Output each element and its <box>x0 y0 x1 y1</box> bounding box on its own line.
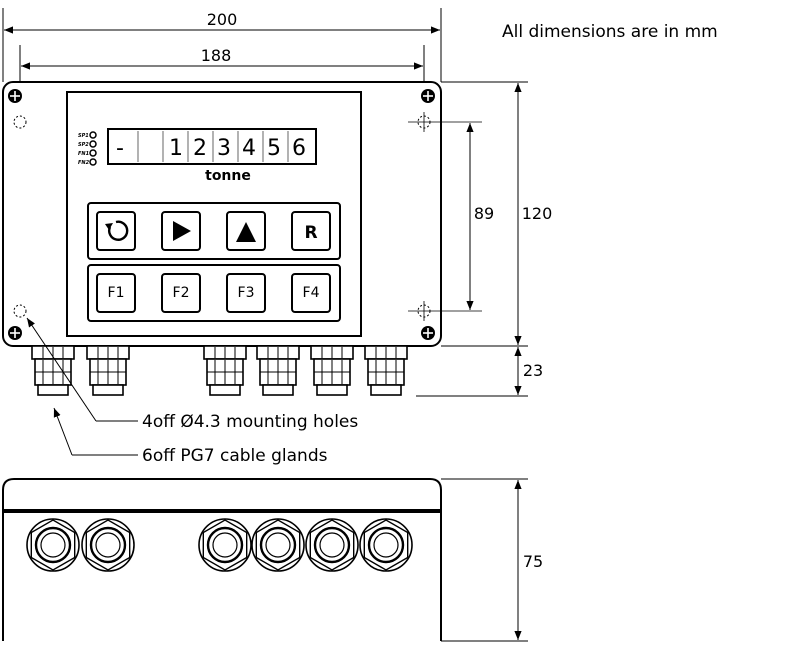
indicator-fn2-label: FN2 <box>78 160 90 166</box>
mounting-hole-icon <box>13 304 27 318</box>
f3-key-button[interactable]: F3 <box>226 273 266 313</box>
display-sign: - <box>116 136 124 161</box>
f3-key-label: F3 <box>238 285 255 301</box>
width-200-label: 200 <box>207 10 238 29</box>
cable-gland-icon <box>364 345 408 396</box>
mounting-holes-callout: 4off Ø4.3 mounting holes <box>26 317 358 432</box>
gland-23-dimension: 23 <box>416 347 543 397</box>
f2-key-button[interactable]: F2 <box>161 273 201 313</box>
up-key-button[interactable] <box>226 211 266 251</box>
height-120-label: 120 <box>522 204 553 223</box>
cable-glands-note: 6off PG7 cable glands <box>142 446 328 466</box>
cable-gland-nut-icon <box>26 518 80 572</box>
cable-gland-icon <box>86 345 130 396</box>
indicator-led-icon <box>89 149 97 157</box>
corner-screw-icon <box>421 89 435 103</box>
function-keypad <box>87 264 341 322</box>
cable-gland-icon <box>310 345 354 396</box>
display-unit-label: tonne <box>205 168 251 184</box>
reset-key-button[interactable]: R <box>291 211 331 251</box>
reset-r-icon: R <box>304 223 317 243</box>
cable-gland-nut-icon <box>359 518 413 572</box>
indicator-sp2-label: SP2 <box>78 142 89 148</box>
indicator-led-icon <box>89 131 97 139</box>
indicator-led-icon <box>89 158 97 166</box>
f1-key-label: F1 <box>108 285 125 301</box>
corner-screw-icon <box>421 326 435 340</box>
cable-gland-icon <box>31 345 75 396</box>
height-120-dimension: 120 <box>441 81 553 347</box>
cable-gland-nut-icon <box>251 518 305 572</box>
f4-key-button[interactable]: F4 <box>291 273 331 313</box>
cycle-arrow-icon <box>105 220 129 241</box>
display-digit-6: 6 <box>292 136 306 161</box>
f4-key-label: F4 <box>303 285 320 301</box>
mounting-hole-icon <box>408 301 482 321</box>
width-200-dimension: 200 <box>2 8 442 82</box>
cable-glands-front <box>31 345 408 396</box>
cable-gland-nut-icon <box>305 518 359 572</box>
depth-75-label: 75 <box>523 552 543 571</box>
cable-glands-underside <box>26 518 413 572</box>
units-note: All dimensions are in mm <box>502 22 718 42</box>
mounting-hole-icon <box>408 112 482 132</box>
f2-key-label: F2 <box>173 285 190 301</box>
mounting-holes-note: 4off Ø4.3 mounting holes <box>142 412 358 432</box>
f1-key-button[interactable]: F1 <box>96 273 136 313</box>
height-89-label: 89 <box>474 204 494 223</box>
cycle-key-button[interactable] <box>96 211 136 251</box>
indicator-fn1-label: FN1 <box>78 151 89 157</box>
cable-gland-nut-icon <box>81 518 135 572</box>
height-89-dimension: 89 <box>466 123 494 310</box>
width-188-label: 188 <box>201 46 232 65</box>
play-right-icon <box>173 221 191 241</box>
depth-75-dimension: 75 <box>441 478 543 642</box>
mounting-hole-icon <box>13 115 27 129</box>
top-keypad <box>87 202 341 260</box>
display-digit-1: 1 <box>169 136 183 161</box>
play-key-button[interactable] <box>161 211 201 251</box>
digit-display: - 1 2 3 4 5 6 <box>107 128 317 165</box>
display-digit-4: 4 <box>242 136 256 161</box>
cable-gland-icon <box>256 345 300 396</box>
display-digit-2: 2 <box>193 136 207 161</box>
display-digit-3: 3 <box>217 136 231 161</box>
cable-glands-callout: 6off PG7 cable glands <box>53 407 328 466</box>
indicator-led-icon <box>89 140 97 148</box>
gland-23-label: 23 <box>523 361 543 380</box>
corner-screw-icon <box>8 326 22 340</box>
corner-screw-icon <box>8 89 22 103</box>
width-188-dimension: 188 <box>19 45 425 110</box>
status-indicators: SP1 SP2 FN1 FN2 <box>78 131 97 166</box>
indicator-sp1-label: SP1 <box>78 133 89 139</box>
display-digit-5: 5 <box>267 136 281 161</box>
cable-gland-nut-icon <box>198 518 252 572</box>
triangle-up-icon <box>236 222 256 242</box>
cable-gland-icon <box>203 345 247 396</box>
